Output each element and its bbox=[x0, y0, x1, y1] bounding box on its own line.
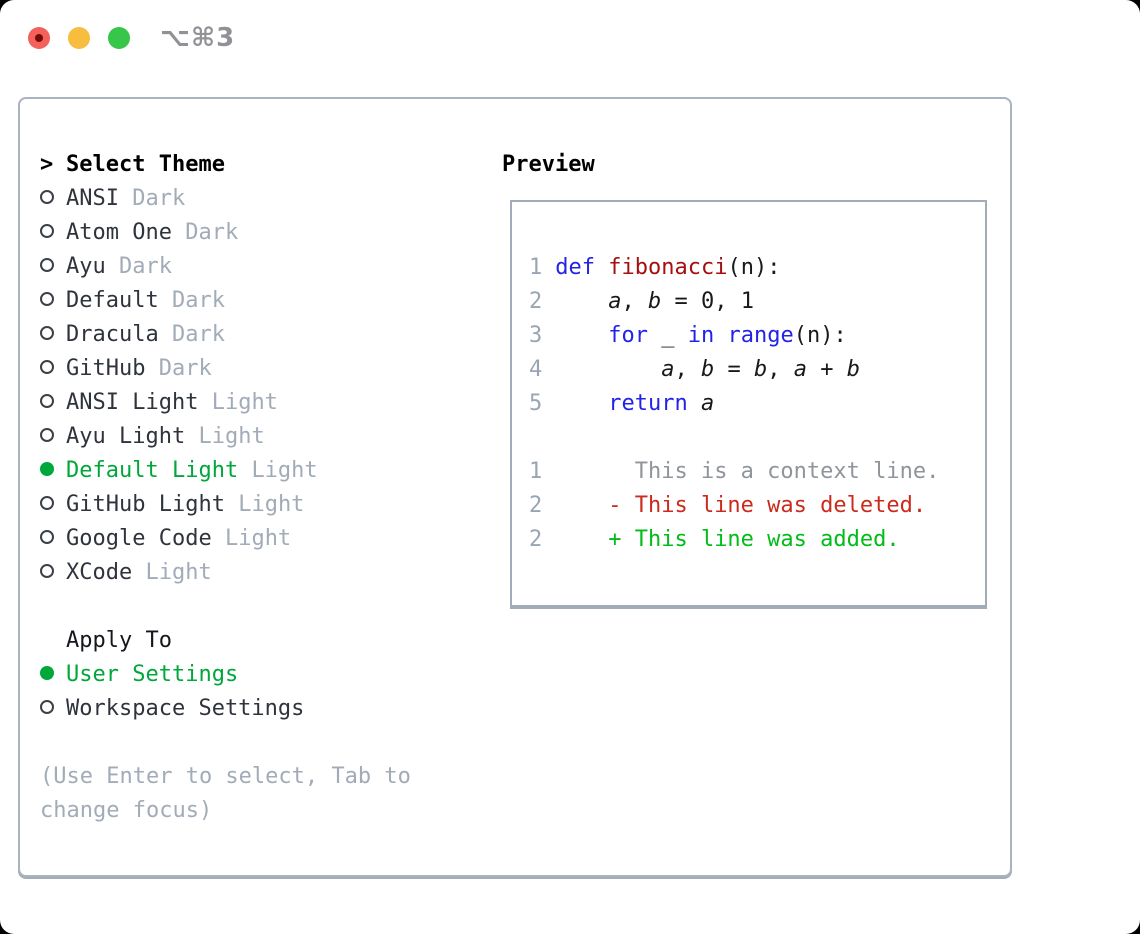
radio-icon bbox=[40, 292, 54, 306]
theme-option[interactable]: Atom One Dark bbox=[40, 216, 500, 250]
radio-icon bbox=[40, 360, 54, 374]
theme-variant-badge: Dark bbox=[132, 186, 186, 211]
theme-name: Ayu bbox=[66, 254, 106, 279]
line-number: 1 bbox=[529, 459, 543, 484]
theme-variant-badge: Light bbox=[224, 526, 292, 551]
theme-option[interactable]: GitHub Light Light bbox=[40, 488, 500, 522]
theme-name: Default Light bbox=[66, 458, 239, 483]
theme-name: GitHub bbox=[66, 356, 146, 381]
radio-icon bbox=[40, 564, 54, 578]
titlebar: ⌥⌘3 bbox=[0, 0, 1140, 76]
theme-variant-badge: Light bbox=[211, 390, 278, 415]
code-line: 4 a, b = b, a + b bbox=[529, 353, 985, 387]
traffic-lights bbox=[28, 27, 130, 49]
theme-option[interactable]: Dracula Dark bbox=[40, 318, 500, 352]
theme-option[interactable]: Ayu Light Light bbox=[40, 420, 500, 454]
theme-option[interactable]: Ayu Dark bbox=[40, 250, 500, 284]
theme-variant-badge: Dark bbox=[171, 322, 225, 347]
minimize-button[interactable] bbox=[68, 27, 90, 49]
spacer bbox=[40, 726, 500, 760]
apply-to-title: Apply To bbox=[66, 628, 172, 653]
diff-line-added: 2 + This line was added. bbox=[529, 523, 985, 557]
code-line: 3 for _ in range(n): bbox=[529, 319, 985, 353]
theme-variant-badge: Dark bbox=[158, 356, 212, 381]
theme-option[interactable]: XCode Light bbox=[40, 556, 500, 590]
theme-option[interactable]: Default Dark bbox=[40, 284, 500, 318]
select-theme-header: > Select Theme bbox=[40, 148, 500, 182]
code-line: 2 a, b = 0, 1 bbox=[529, 285, 985, 319]
apply-to-header: Apply To bbox=[40, 624, 500, 658]
help-text: (Use Enter to select, Tab to change focu… bbox=[40, 764, 411, 823]
theme-variant-badge: Light bbox=[251, 458, 318, 483]
select-theme-title: Select Theme bbox=[66, 152, 225, 177]
apply-to-option[interactable]: User Settings bbox=[40, 658, 500, 692]
theme-variant-badge: Dark bbox=[171, 288, 225, 313]
theme-name: ANSI bbox=[66, 186, 119, 211]
theme-variant-badge: Dark bbox=[119, 254, 172, 279]
diff-block: 1 This is a context line.2 - This line w… bbox=[529, 455, 985, 557]
theme-variant-badge: Light bbox=[145, 560, 212, 585]
diff-line-deleted: 2 - This line was deleted. bbox=[529, 489, 985, 523]
theme-name: GitHub Light bbox=[66, 492, 225, 517]
theme-option[interactable]: ANSI Dark bbox=[40, 182, 500, 216]
theme-name: Default bbox=[66, 288, 159, 313]
line-number: 4 bbox=[529, 357, 543, 382]
theme-option[interactable]: Default Light Light bbox=[40, 454, 500, 488]
close-button[interactable] bbox=[28, 27, 50, 49]
apply-to-option[interactable]: Workspace Settings bbox=[40, 692, 500, 726]
radio-icon bbox=[40, 326, 54, 340]
apply-to-label: User Settings bbox=[66, 662, 239, 687]
radio-icon bbox=[40, 700, 54, 714]
theme-option[interactable]: ANSI Light Light bbox=[40, 386, 500, 420]
line-number: 2 bbox=[529, 493, 543, 518]
theme-variant-badge: Dark bbox=[185, 220, 239, 245]
prompt-icon: > bbox=[40, 152, 54, 177]
theme-name: ANSI Light bbox=[66, 390, 199, 415]
apply-to-label: Workspace Settings bbox=[66, 696, 305, 721]
theme-name: Atom One bbox=[66, 220, 172, 245]
preview-title: Preview bbox=[502, 152, 595, 177]
theme-name: Google Code bbox=[66, 526, 212, 551]
radio-icon bbox=[40, 224, 54, 238]
radio-icon bbox=[40, 394, 54, 408]
spacer bbox=[40, 590, 500, 624]
window-title: ⌥⌘3 bbox=[160, 23, 236, 53]
theme-option[interactable]: Google Code Light bbox=[40, 522, 500, 556]
code-line: 5 return a bbox=[529, 387, 985, 421]
radio-icon bbox=[40, 258, 54, 272]
line-number: 2 bbox=[529, 527, 543, 552]
spacer bbox=[529, 421, 985, 455]
diff-line-context: 1 This is a context line. bbox=[529, 455, 985, 489]
theme-name: Ayu Light bbox=[66, 424, 186, 449]
line-number: 3 bbox=[529, 323, 543, 348]
theme-name: Dracula bbox=[66, 322, 159, 347]
radio-icon bbox=[40, 428, 54, 442]
theme-variant-badge: Light bbox=[198, 424, 265, 449]
line-number: 1 bbox=[529, 255, 543, 280]
line-number: 2 bbox=[529, 289, 543, 314]
theme-variant-badge: Light bbox=[238, 492, 305, 517]
radio-icon bbox=[40, 190, 54, 204]
line-number: 5 bbox=[529, 391, 543, 416]
radio-icon bbox=[40, 530, 54, 544]
radio-selected-icon bbox=[40, 666, 54, 680]
theme-option[interactable]: GitHub Dark bbox=[40, 352, 500, 386]
radio-selected-icon bbox=[40, 462, 54, 476]
theme-name: XCode bbox=[66, 560, 133, 585]
zoom-button[interactable] bbox=[108, 27, 130, 49]
radio-icon bbox=[40, 496, 54, 510]
